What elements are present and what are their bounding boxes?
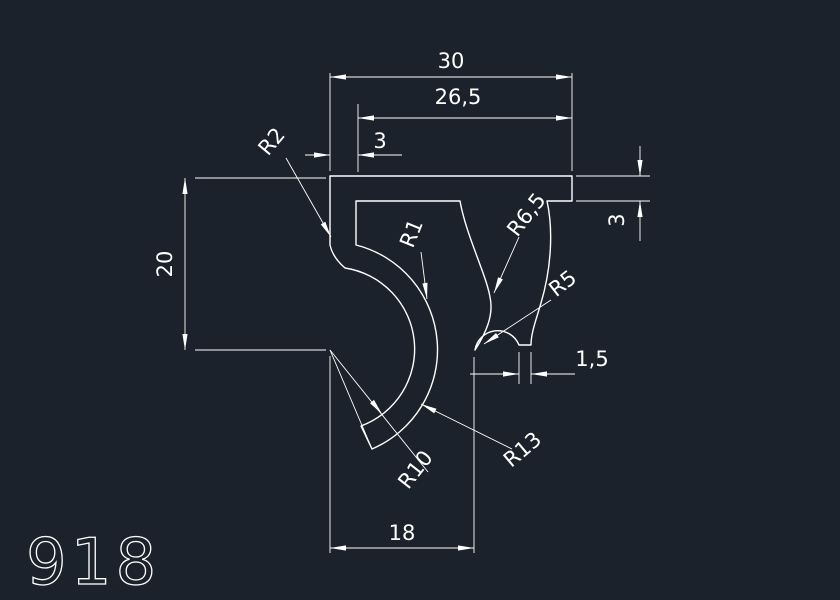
dim-flange-width: 26,5 bbox=[435, 85, 482, 109]
dim-left-height: 20 bbox=[153, 251, 177, 278]
dim-radius-r2: R2 bbox=[253, 123, 289, 160]
dimension-arrowheads bbox=[182, 74, 643, 551]
dim-radius-r13: R13 bbox=[499, 427, 546, 472]
dim-radius-r5: R5 bbox=[544, 265, 581, 301]
dimension-texts: 30 26,5 3 20 3 1,5 18 R2 R1 R6,5 R5 R13 … bbox=[153, 49, 629, 545]
leader-lines bbox=[285, 157, 552, 473]
dim-bottom-width: 18 bbox=[389, 521, 416, 545]
dim-total-width: 30 bbox=[438, 49, 465, 73]
part-number: 918 bbox=[26, 526, 160, 600]
dim-leg-thickness: 3 bbox=[373, 129, 386, 153]
dim-flange-thickness: 3 bbox=[605, 213, 629, 226]
profile-path bbox=[329, 175, 573, 450]
dim-radius-r10: R10 bbox=[393, 446, 437, 493]
profile-outline bbox=[329, 175, 573, 450]
dim-radius-r1: R1 bbox=[395, 216, 428, 251]
extension-lines bbox=[195, 73, 650, 553]
dim-hook-tip-thickness: 1,5 bbox=[575, 347, 608, 371]
dim-radius-r6_5: R6,5 bbox=[502, 188, 550, 241]
